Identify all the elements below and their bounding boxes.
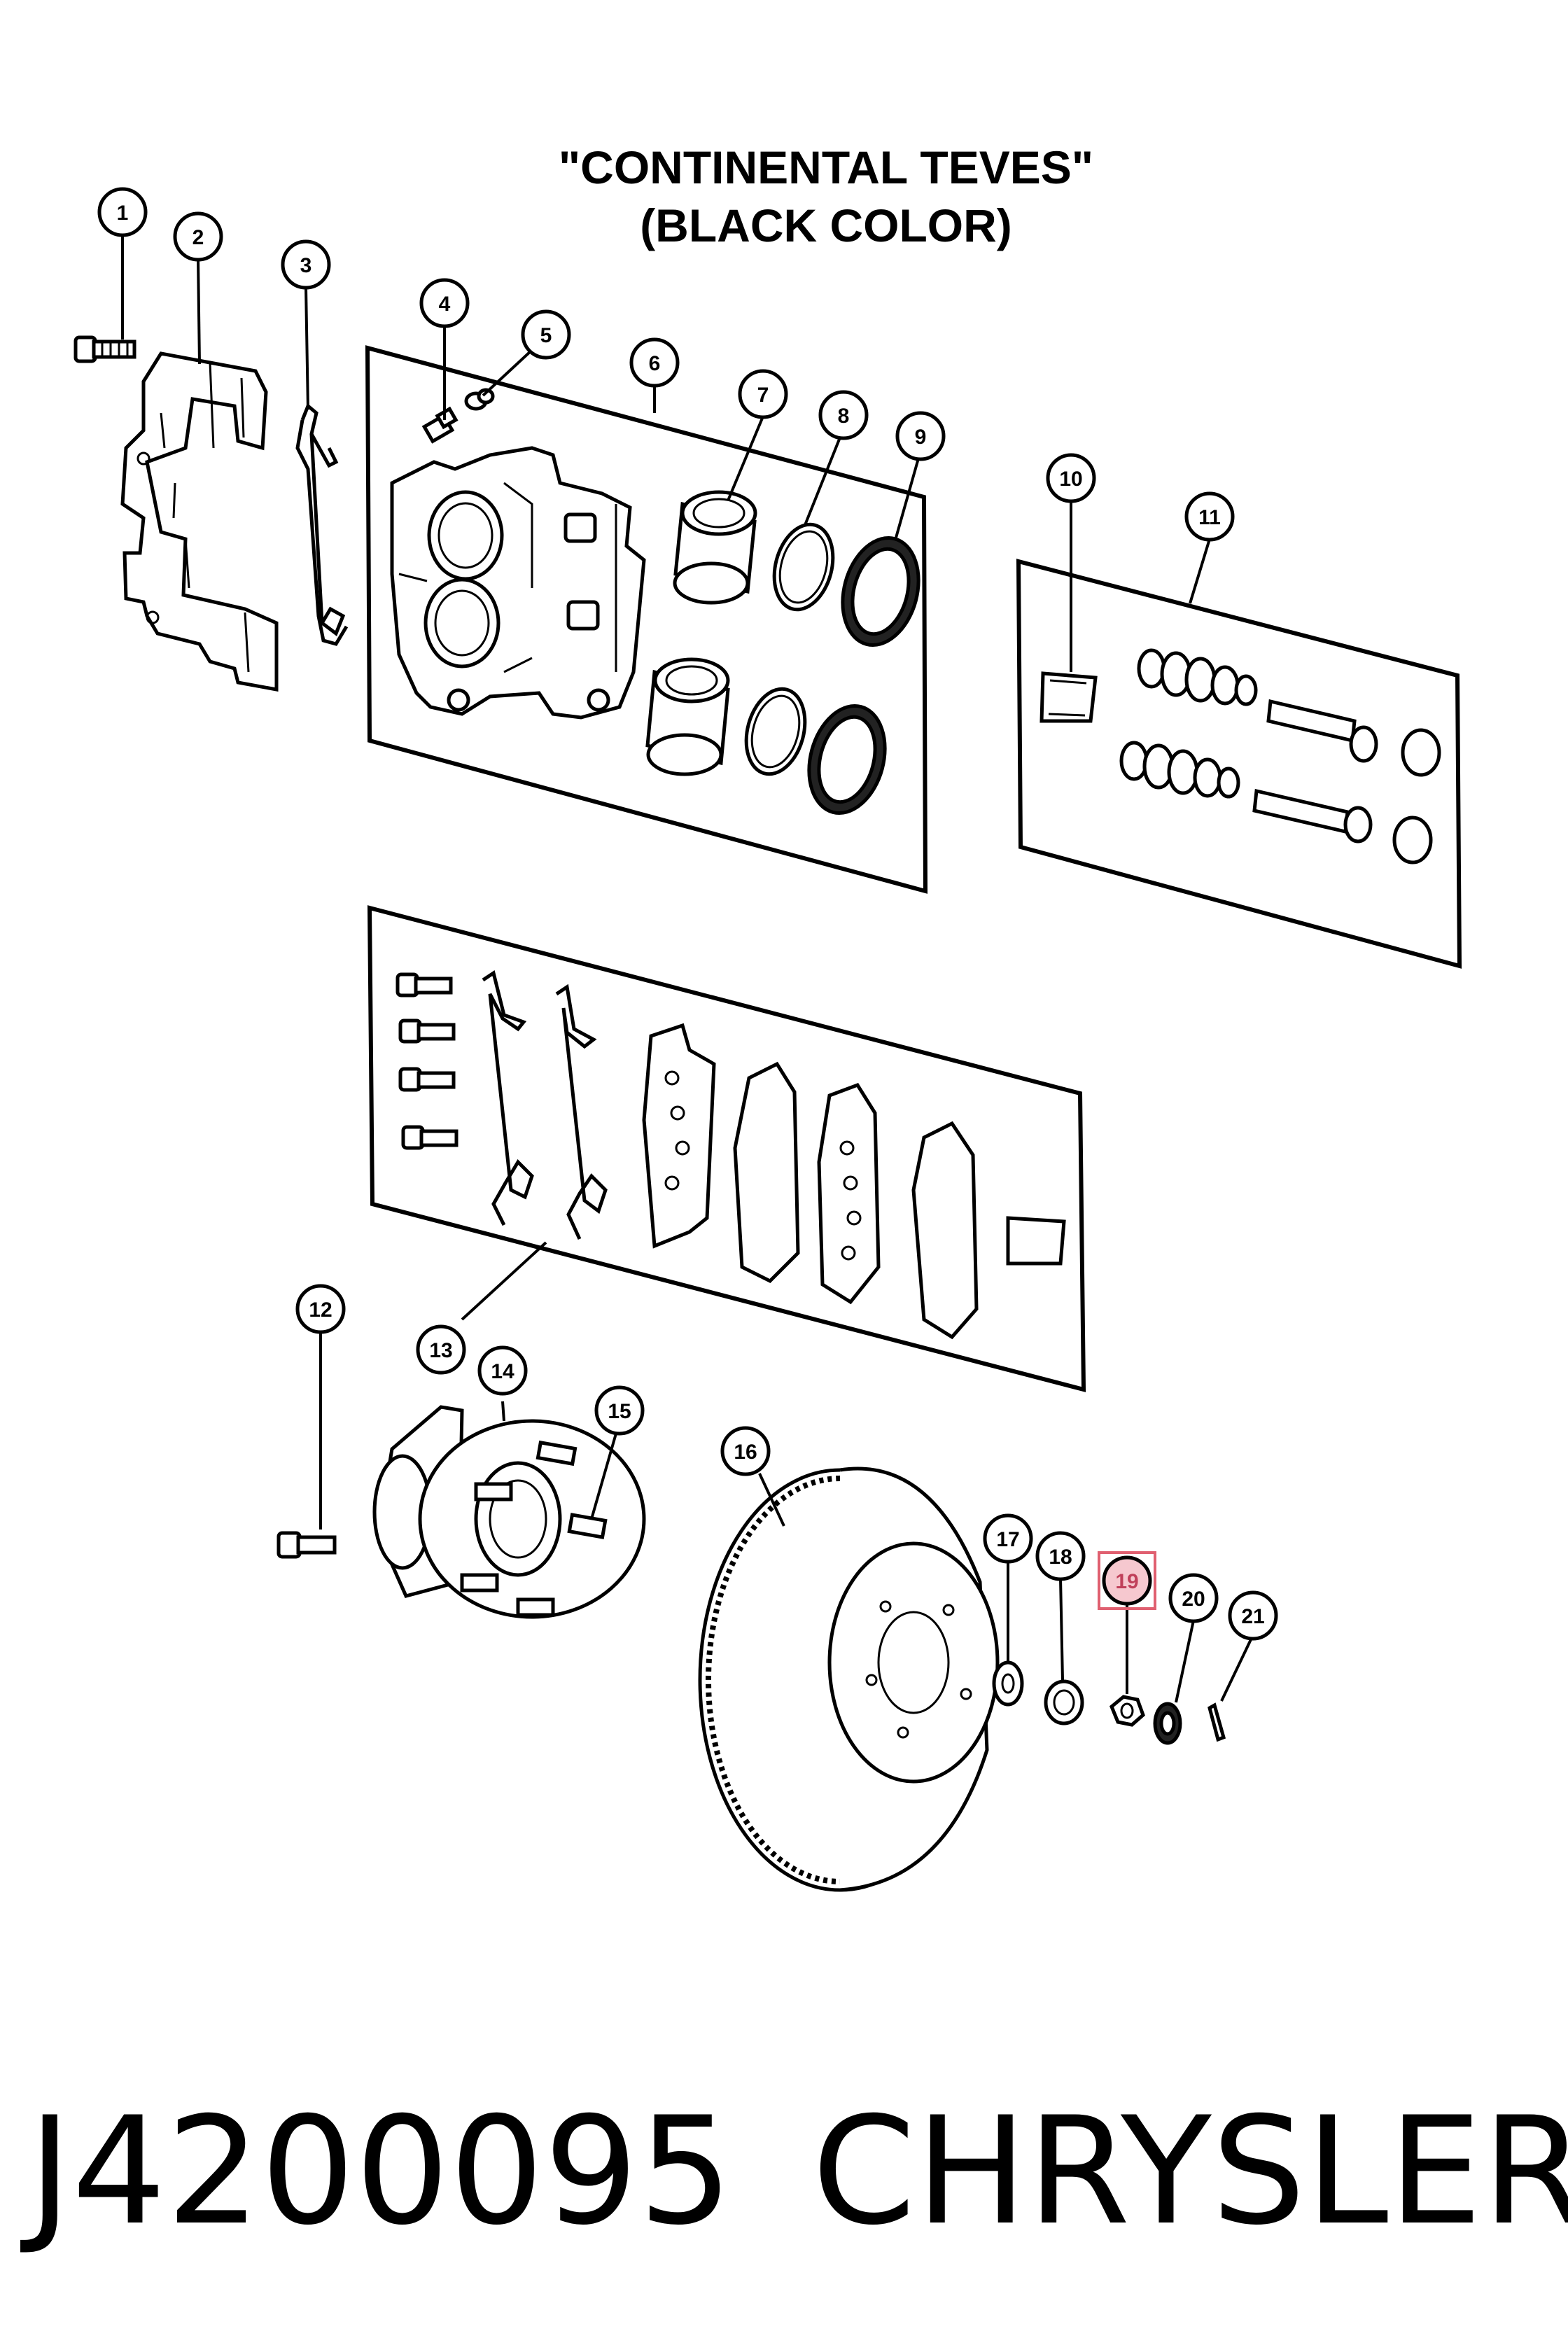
callout-number: 13 [429,1339,452,1362]
part-number-label: J4200095 [20,2085,733,2258]
cotter-pin-part-21 [1208,1702,1226,1742]
callout-number: 17 [996,1528,1019,1551]
callout-number: 18 [1049,1546,1072,1569]
highlight-box [1098,1551,1156,1610]
guide-pin-kit-panel [1016,559,1462,969]
callout-9[interactable]: 9 [895,411,946,461]
callout-number: 11 [1198,506,1221,529]
grease-packet-part-10 [1040,671,1098,723]
leader-lines [121,234,1253,1703]
callout-13[interactable]: 13 [416,1324,466,1375]
callout-14[interactable]: 14 [477,1345,528,1396]
callout-7[interactable]: 7 [738,369,788,419]
pad-kit-clips [482,969,608,1240]
callout-number: 6 [649,352,661,375]
callout-number: 4 [439,293,451,316]
piston-part-7 [645,490,757,776]
callout-1[interactable]: 1 [97,187,148,237]
callout-4[interactable]: 4 [419,278,470,328]
piston-ring-part-8 [744,522,835,776]
callout-20[interactable]: 20 [1168,1573,1219,1623]
seal-part-18 [1044,1679,1084,1726]
callout-number: 2 [192,226,204,249]
callout-number: 15 [608,1400,631,1423]
caliper-bracket-part-2 [120,351,279,692]
callout-15[interactable]: 15 [594,1385,645,1436]
callout-number: 8 [838,405,850,428]
callout-12[interactable]: 12 [295,1284,346,1334]
callout-10[interactable]: 10 [1046,453,1096,503]
callout-number: 3 [300,254,312,277]
callout-16[interactable]: 16 [720,1426,771,1476]
bleed-screw-part-4 [421,406,458,444]
callout-18[interactable]: 18 [1035,1531,1086,1581]
washer-part-17 [992,1660,1024,1707]
callout-number: 10 [1059,468,1082,491]
callout-8[interactable]: 8 [818,390,869,440]
callout-number: 19 [1115,1570,1138,1593]
callout-number: 7 [757,384,769,407]
callout-number: 9 [915,426,927,449]
callout-6[interactable]: 6 [629,337,680,388]
nut-part-19 [1109,1695,1145,1727]
callout-11[interactable]: 11 [1184,491,1235,542]
callout-number: 20 [1182,1588,1205,1611]
pad-kit-pads [642,1023,1066,1340]
callout-number: 12 [309,1298,332,1322]
bleed-cap-part-5 [464,388,495,411]
brake-rotor-part-16 [698,1466,1000,1892]
pad-kit-bolts [396,972,458,1150]
caliper-body-part-6 [390,446,646,720]
hub-bearing-part-14 [372,1405,646,1619]
callout-number: 5 [540,324,552,347]
callout-3[interactable]: 3 [281,239,331,290]
wheel-stud-part-15 [567,1513,608,1539]
callout-17[interactable]: 17 [983,1513,1033,1564]
dust-seal-part-9 [807,536,920,816]
diagram-title-line2: (BLACK COLOR) [640,200,1012,251]
callout-number: 16 [734,1441,757,1464]
brand-label: CHRYSLER [812,2085,1568,2258]
callout-number: 1 [117,202,129,225]
callout-number: 14 [491,1360,514,1383]
callout-21[interactable]: 21 [1228,1590,1278,1641]
brake-pad-kit-panel [367,905,1086,1392]
callout-19-highlighted[interactable]: 19 [1098,1551,1156,1610]
callout-5[interactable]: 5 [521,309,571,360]
guide-pin-kit-part-11 [1119,648,1441,864]
diagram-title-line1: "CONTINENTAL TEVES" [559,141,1093,193]
spring-clip-part-3 [295,402,349,646]
mounting-bolt-part-12 [276,1317,337,1559]
callout-2[interactable]: 2 [173,211,223,262]
callout-number: 21 [1241,1605,1264,1628]
nut-lock-part-20 [1153,1702,1182,1745]
bolt-part-1 [74,335,136,363]
